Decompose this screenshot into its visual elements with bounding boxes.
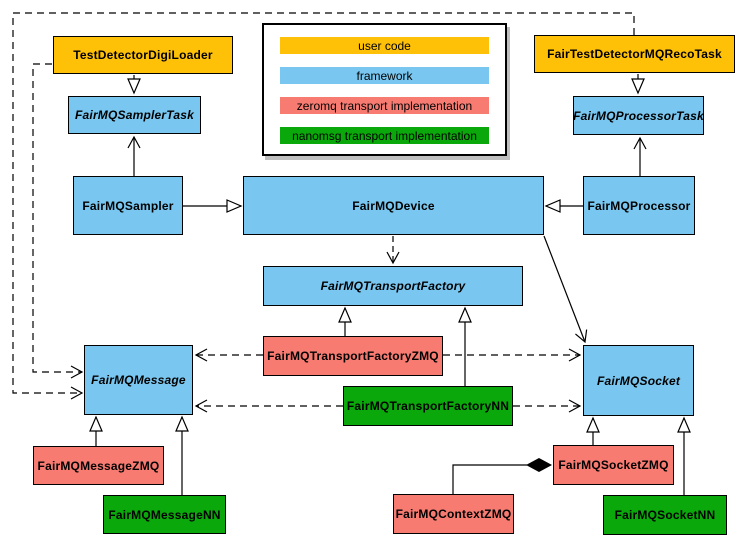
class-box-fairmqtransportfactorynn: FairMQTransportFactoryNN (343, 386, 513, 426)
class-name: FairMQTransportFactoryZMQ (267, 349, 439, 363)
legend-label: nanomsg transport implementation (292, 128, 477, 143)
class-box-fairmqmessagezmq: FairMQMessageZMQ (33, 446, 164, 485)
class-name: FairTestDetectorMQRecoTask (547, 47, 722, 61)
class-name: FairMQMessage (91, 373, 186, 387)
composition-diamond-icon (526, 458, 552, 472)
class-box-fairmqsocketzmq: FairMQSocketZMQ (553, 445, 674, 485)
class-name: FairMQProcessor (587, 198, 691, 213)
class-box-fairmqsocket: FairMQSocket (583, 345, 694, 416)
class-box-testdetectordigiloader: TestDetectorDigiLoader (53, 36, 233, 74)
class-name: FairMQSamplerTask (75, 108, 194, 122)
class-name: FairMQMessageZMQ (37, 458, 160, 473)
class-box-fairmqsampler: FairMQSampler (73, 176, 183, 235)
class-box-fairmqmessagenn: FairMQMessageNN (103, 495, 226, 534)
class-box-fairmqmessage: FairMQMessage (84, 345, 193, 415)
class-box-fairmqprocessor: FairMQProcessor (583, 176, 695, 235)
class-name: FairMQSocket (596, 373, 681, 388)
class-box-fairmqprocessortask: FairMQProcessorTask (573, 96, 704, 135)
legend-label: user code (358, 38, 411, 53)
class-name: FairMQSampler (82, 198, 174, 213)
class-box-fairmqsamplertask: FairMQSamplerTask (68, 96, 201, 134)
class-name: FairMQTransportFactory (320, 279, 466, 293)
class-name: FairMQSocketNN (614, 508, 716, 522)
class-name: FairMQDevice (352, 198, 435, 213)
class-box-fairmqtransportfactory: FairMQTransportFactory (263, 266, 523, 306)
edge-dependency-digiloader-message (32, 63, 84, 379)
legend-label: framework (356, 68, 413, 83)
edge-dependency-recotask-message (12, 12, 635, 400)
class-name: FairMQTransportFactoryNN (346, 399, 510, 413)
class-name: FairMQProcessorTask (573, 108, 704, 123)
class-name: FairMQContextZMQ (395, 507, 512, 521)
legend-label: zeromq transport implementation (296, 98, 473, 113)
class-box-fairmqdevice: FairMQDevice (243, 176, 544, 235)
edge-composition-contextzmq-socketzmq-line (452, 464, 527, 494)
class-box-fairmqcontextzmq: FairMQContextZMQ (393, 494, 514, 534)
class-name: FairMQMessageNN (108, 507, 221, 522)
class-box-fairmqsocketnn: FairMQSocketNN (603, 495, 727, 535)
legend-item-framework: framework (280, 67, 489, 84)
legend-item-user-code: user code (280, 37, 489, 54)
class-name: FairMQSocketZMQ (558, 458, 669, 472)
class-name: TestDetectorDigiLoader (73, 48, 213, 62)
edge-association-device-socket (543, 235, 588, 344)
legend-item-nanomsg: nanomsg transport implementation (280, 127, 489, 144)
legend-box: user code framework zeromq transport imp… (262, 23, 507, 156)
legend-item-zeromq: zeromq transport implementation (280, 97, 489, 114)
class-box-fairtestdetectormqrecotask: FairTestDetectorMQRecoTask (534, 35, 735, 73)
class-box-fairmqtransportfactoryzmq: FairMQTransportFactoryZMQ (263, 336, 443, 376)
